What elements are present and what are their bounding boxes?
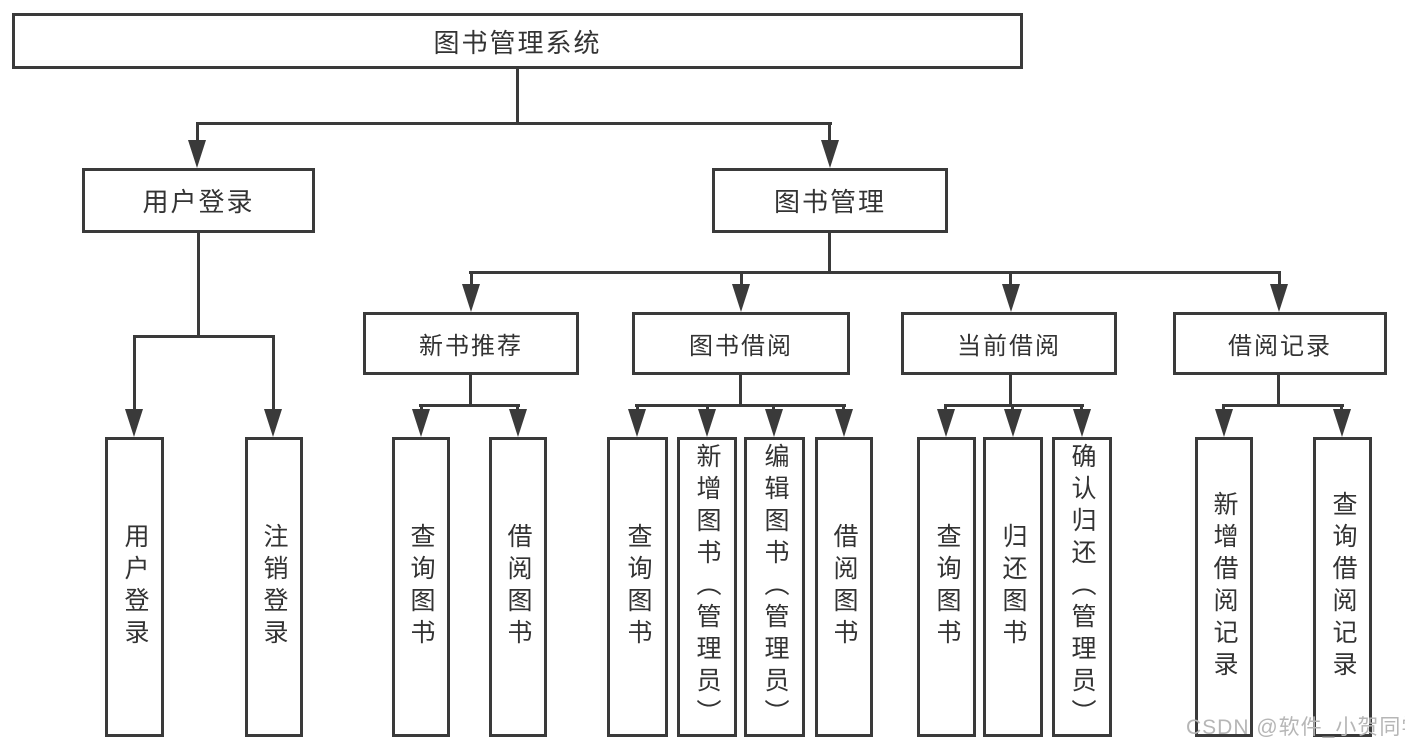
arrow-down-icon	[821, 140, 839, 168]
connector-line	[1222, 404, 1225, 412]
node-label: 查询图书	[933, 523, 961, 651]
leaf-add-borrow-record: 新增借阅记录	[1195, 437, 1253, 737]
connector-line	[1009, 374, 1012, 407]
node-new-book-recommend: 新书推荐	[363, 312, 579, 375]
connector-line	[1278, 271, 1281, 286]
arrow-down-icon	[1002, 284, 1020, 312]
connector-line	[944, 404, 947, 412]
node-current-borrow: 当前借阅	[901, 312, 1117, 375]
connector-line	[420, 404, 423, 412]
node-label: 注销登录	[260, 523, 288, 651]
csdn-watermark: CSDN @软件_小贺同学	[1186, 716, 1405, 739]
node-user-login: 用户登录	[82, 168, 315, 233]
arrow-down-icon	[628, 409, 646, 437]
node-label: 用户登录	[142, 187, 255, 217]
connector-line	[1277, 374, 1280, 407]
leaf-query-borrow-record: 查询借阅记录	[1313, 437, 1372, 737]
connector-line	[635, 404, 846, 407]
connector-line	[133, 335, 275, 338]
connector-line	[469, 374, 472, 407]
leaf-query-books-recommend: 查询图书	[392, 437, 450, 737]
leaf-query-books-current: 查询图书	[917, 437, 976, 737]
node-borrow-records: 借阅记录	[1173, 312, 1387, 375]
node-label: 图书管理	[773, 187, 886, 217]
connector-line	[1011, 404, 1014, 412]
arrow-down-icon	[1333, 409, 1351, 437]
leaf-return-books: 归还图书	[983, 437, 1043, 737]
node-label: 用户登录	[121, 523, 149, 651]
connector-line	[842, 404, 845, 412]
arrow-down-icon	[462, 284, 480, 312]
connector-line	[944, 404, 1084, 407]
arrow-down-icon	[1004, 409, 1022, 437]
connector-line	[828, 232, 831, 274]
connector-line	[772, 404, 775, 412]
connector-line	[516, 68, 519, 122]
node-label: 查询借阅记录	[1329, 491, 1357, 683]
arrow-down-icon	[264, 409, 282, 437]
node-label: 查询图书	[407, 523, 435, 651]
connector-line	[740, 271, 743, 286]
connector-line	[133, 335, 136, 411]
node-label: 新增图书（管理员）	[693, 443, 721, 731]
connector-line	[636, 404, 639, 412]
connector-line	[706, 404, 709, 412]
node-label: 当前借阅	[957, 333, 1061, 360]
connector-line	[419, 404, 520, 407]
node-label: 借阅图书	[504, 523, 532, 651]
arrow-down-icon	[125, 409, 143, 437]
arrow-down-icon	[937, 409, 955, 437]
connector-line	[196, 122, 832, 125]
arrow-down-icon	[765, 409, 783, 437]
connector-line	[1080, 404, 1083, 412]
node-label: 图书借阅	[689, 333, 793, 360]
leaf-borrow-books: 借阅图书	[815, 437, 873, 737]
node-label: 图书管理系统	[433, 27, 602, 58]
leaf-confirm-return-admin: 确认归还（管理员）	[1052, 437, 1112, 737]
node-label: 新书推荐	[419, 333, 523, 360]
node-label: 归还图书	[999, 523, 1027, 651]
connector-line	[828, 122, 831, 142]
node-label: 新增借阅记录	[1210, 491, 1238, 683]
connector-line	[1222, 404, 1344, 407]
arrow-down-icon	[509, 409, 527, 437]
connector-line	[469, 271, 1281, 274]
node-label: 查询图书	[624, 523, 652, 651]
leaf-add-books-admin: 新增图书（管理员）	[677, 437, 737, 737]
leaf-query-books-borrow: 查询图书	[607, 437, 668, 737]
node-label: 确认归还（管理员）	[1068, 443, 1096, 731]
connector-line	[739, 374, 742, 407]
node-root-library-system: 图书管理系统	[12, 13, 1023, 69]
leaf-borrow-books-recommend: 借阅图书	[489, 437, 547, 737]
arrow-down-icon	[1215, 409, 1233, 437]
connector-line	[1340, 404, 1343, 412]
arrow-down-icon	[698, 409, 716, 437]
node-label: 借阅图书	[830, 523, 858, 651]
connector-line	[1009, 271, 1012, 286]
arrow-down-icon	[1073, 409, 1091, 437]
connector-line	[516, 404, 519, 412]
arrow-down-icon	[412, 409, 430, 437]
arrow-down-icon	[1270, 284, 1288, 312]
arrow-down-icon	[188, 140, 206, 168]
node-label: 借阅记录	[1228, 333, 1332, 360]
node-book-management: 图书管理	[712, 168, 948, 233]
leaf-edit-books-admin: 编辑图书（管理员）	[744, 437, 805, 737]
leaf-user-login: 用户登录	[105, 437, 164, 737]
arrow-down-icon	[835, 409, 853, 437]
connector-line	[470, 271, 473, 286]
arrow-down-icon	[732, 284, 750, 312]
node-label: 编辑图书（管理员）	[761, 443, 789, 731]
connector-line	[197, 232, 200, 337]
connector-line	[196, 122, 199, 142]
connector-line	[272, 335, 275, 411]
node-book-borrow: 图书借阅	[632, 312, 850, 375]
leaf-logout: 注销登录	[245, 437, 303, 737]
